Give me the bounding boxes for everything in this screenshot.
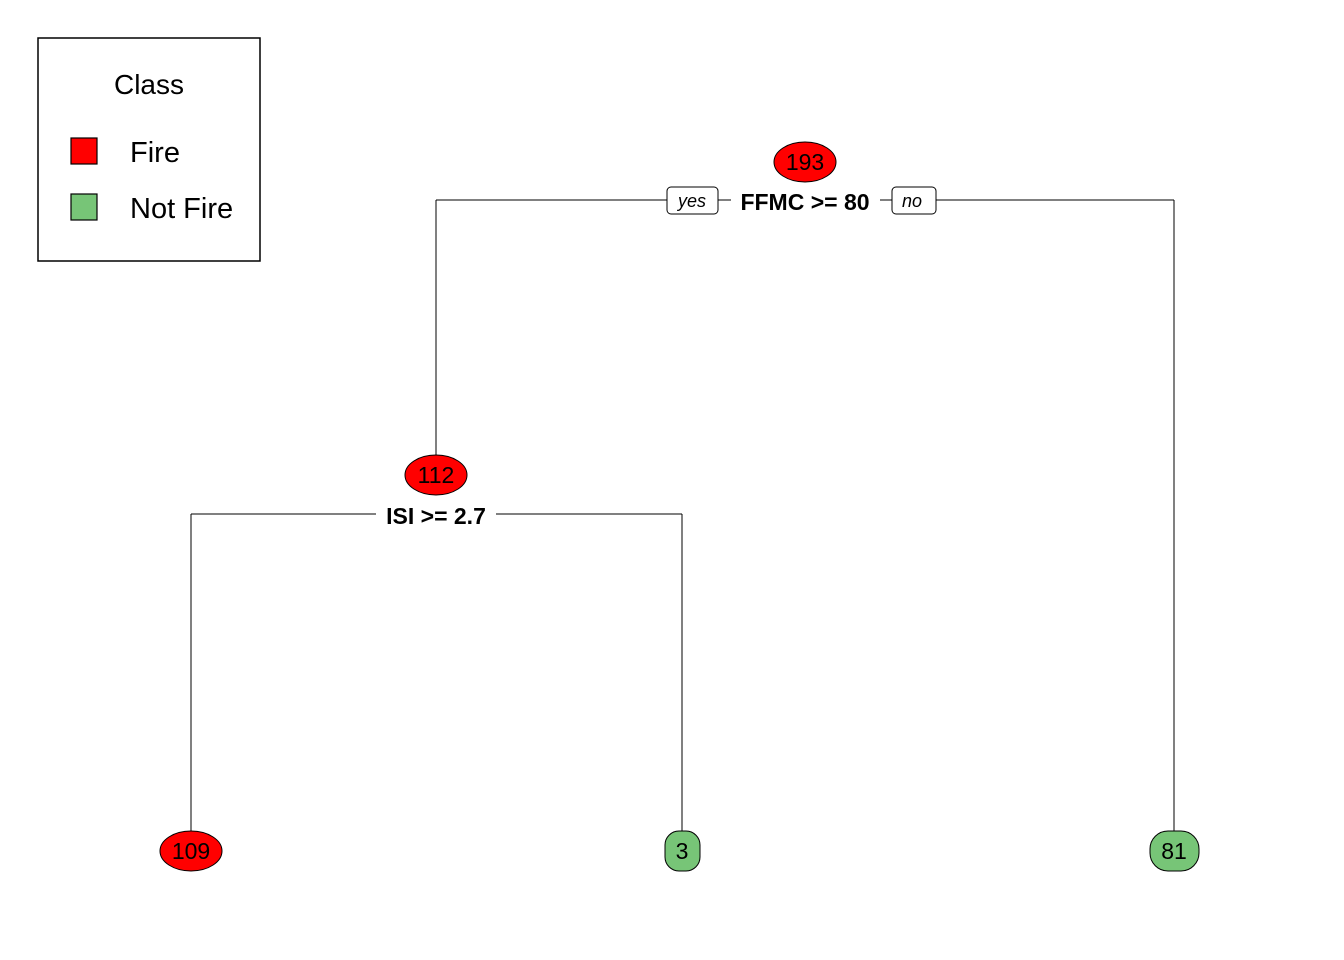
node-root-split: FFMC >= 80 <box>740 189 869 215</box>
branch-no-label: no <box>902 191 922 211</box>
branch-yes-box <box>666 186 719 215</box>
legend-title: Class <box>114 69 184 100</box>
leaf-not-fire-left: 3 <box>664 830 701 872</box>
legend-swatch-not-fire <box>70 193 98 221</box>
leaf-not-fire-right-count: 81 <box>1161 838 1187 864</box>
leaf-fire-shape <box>159 830 223 872</box>
leaf-not-fire-right-shape <box>1149 830 1200 872</box>
leaf-not-fire-right: 81 <box>1149 830 1200 872</box>
node-left: 112 ISI >= 2.7 <box>386 454 486 529</box>
legend-swatch-fire <box>70 137 98 165</box>
legend: Class Fire Not Fire <box>37 37 261 262</box>
branch-no: no <box>891 186 937 215</box>
leaf-not-fire-left-count: 3 <box>676 838 689 864</box>
branch-no-box <box>891 186 937 215</box>
legend-label-not-fire: Not Fire <box>130 193 233 225</box>
tree-edges <box>190 199 1175 832</box>
branch-yes-label: yes <box>676 191 706 211</box>
node-root-shape <box>773 141 837 183</box>
node-left-shape <box>404 454 468 496</box>
node-left-count: 112 <box>418 462 455 488</box>
node-left-split: ISI >= 2.7 <box>386 503 486 529</box>
legend-label-fire: Fire <box>130 137 180 169</box>
branch-yes: yes <box>666 186 719 215</box>
leaf-not-fire-left-shape <box>664 830 701 872</box>
node-root-count: 193 <box>786 149 824 175</box>
node-root: 193 FFMC >= 80 <box>740 141 870 215</box>
leaf-fire-count: 109 <box>172 838 210 864</box>
leaf-fire: 109 <box>159 830 223 872</box>
